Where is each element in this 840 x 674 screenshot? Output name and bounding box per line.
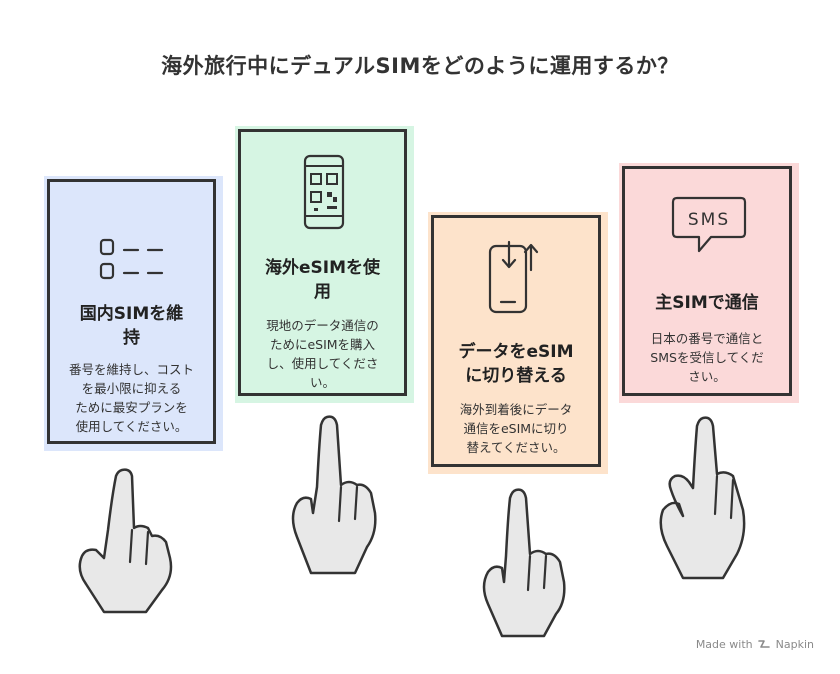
pointing-hand-icon bbox=[659, 416, 746, 580]
pointing-hand-icon bbox=[482, 488, 566, 638]
sim-slots-icon bbox=[99, 238, 164, 280]
card-description: 海外到着後にデータ通信をeSIMに切り 替えてください。 bbox=[459, 402, 573, 455]
card-title: 主SIMで通信 bbox=[655, 293, 759, 313]
card-description: 番号を維持し、コストを最小限に抑える ために最安プランを使用してください。 bbox=[68, 362, 194, 434]
sms-label: SMS bbox=[688, 210, 730, 230]
card-description: 現地のデータ通信のためにeSIMを購入 し、使用してください。 bbox=[266, 318, 379, 390]
napkin-logo-icon bbox=[758, 640, 770, 648]
footer-credit: Made with Napkin bbox=[695, 638, 814, 651]
phone-switch-icon bbox=[488, 240, 539, 314]
card-title: 国内SIMを維持 bbox=[79, 304, 184, 348]
card-use-overseas-esim: 海外eSIMを使用 現地のデータ通信のためにeSIMを購入 し、使用してください… bbox=[235, 126, 414, 403]
pointing-hand-icon bbox=[291, 415, 377, 575]
pointing-hand-icon bbox=[78, 468, 173, 614]
phone-qr-icon bbox=[303, 154, 345, 230]
sms-bubble-icon: SMS bbox=[671, 196, 747, 253]
card-keep-domestic-sim: 国内SIMを維持 番号を維持し、コストを最小限に抑える ために最安プランを使用し… bbox=[44, 176, 223, 451]
card-title: 海外eSIMを使用 bbox=[264, 258, 380, 302]
page-title: 海外旅行中にデュアルSIMをどのように運用するか？ bbox=[161, 54, 679, 78]
